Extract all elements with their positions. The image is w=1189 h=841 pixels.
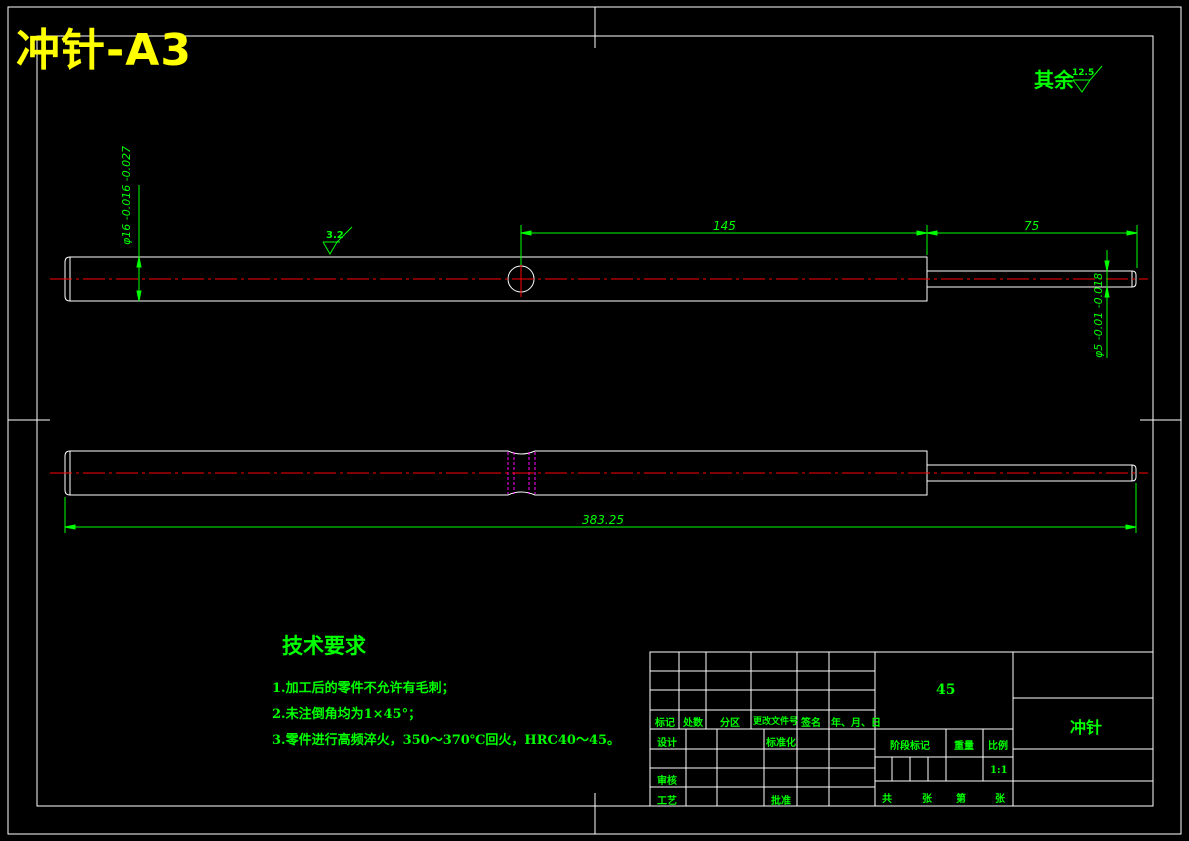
- tb-sheet-no: 第: [956, 794, 966, 805]
- tb-material: 45: [936, 682, 956, 698]
- tb-header-zone: 分区: [720, 718, 740, 729]
- requirements-title: 技术要求: [282, 633, 366, 658]
- tb-header-mark: 标记: [655, 718, 675, 729]
- tb-scale-label: 比例: [988, 741, 1008, 752]
- dim-dia-tip: φ5 -0.01 -0.018: [1092, 272, 1105, 358]
- dim-total: 383.25: [582, 513, 624, 527]
- dim-145: 145: [713, 219, 736, 233]
- dimensions: [64, 65, 1138, 533]
- tb-part-name: 冲针: [1070, 718, 1103, 737]
- tb-sheet-unit: 张: [922, 794, 932, 805]
- outer-border: [7, 6, 1182, 835]
- tb-standardize: 标准化: [766, 738, 796, 749]
- requirement-1: 1.加工后的零件不允许有毛刺；: [272, 681, 455, 696]
- inner-border: [36, 35, 1154, 807]
- tb-stage-mark: 阶段标记: [890, 741, 930, 752]
- tb-review: 审核: [657, 776, 677, 787]
- tip-outline: [927, 270, 1137, 288]
- top-view: [50, 256, 1148, 302]
- roughness-other-label: 其余: [1034, 68, 1074, 92]
- drawing-title: 冲针-A3: [16, 25, 192, 76]
- tb-approve: 批准: [771, 796, 791, 807]
- tb-header-count: 处数: [683, 718, 703, 729]
- dim-dia-main: φ16 -0.016 -0.027: [120, 145, 133, 245]
- tip-outline-2: [927, 464, 1137, 482]
- main-shaft-outline-2: [64, 450, 928, 496]
- roughness-surface-value: 3.2: [326, 230, 344, 241]
- tb-scale: 1:1: [990, 765, 1008, 776]
- tb-header-date: 年、月、日: [831, 718, 881, 729]
- requirement-2: 2.未注倒角均为1×45°；: [272, 707, 422, 722]
- title-block: [649, 651, 1154, 807]
- front-view: [50, 450, 1148, 496]
- tb-header-sign: 签名: [801, 718, 821, 729]
- tb-sheet-total: 共: [882, 794, 892, 805]
- tb-weight: 重量: [954, 741, 974, 752]
- roughness-other-value: 12.5: [1072, 68, 1095, 78]
- tb-process: 工艺: [657, 796, 677, 807]
- dim-75: 75: [1024, 219, 1040, 233]
- requirement-3: 3.零件进行高频淬火，350～370℃回火，HRC40～45。: [272, 733, 621, 748]
- tb-header-doc: 更改文件号: [753, 717, 799, 727]
- tb-sheet-unit2: 张: [995, 794, 1005, 805]
- tb-design: 设计: [657, 738, 677, 749]
